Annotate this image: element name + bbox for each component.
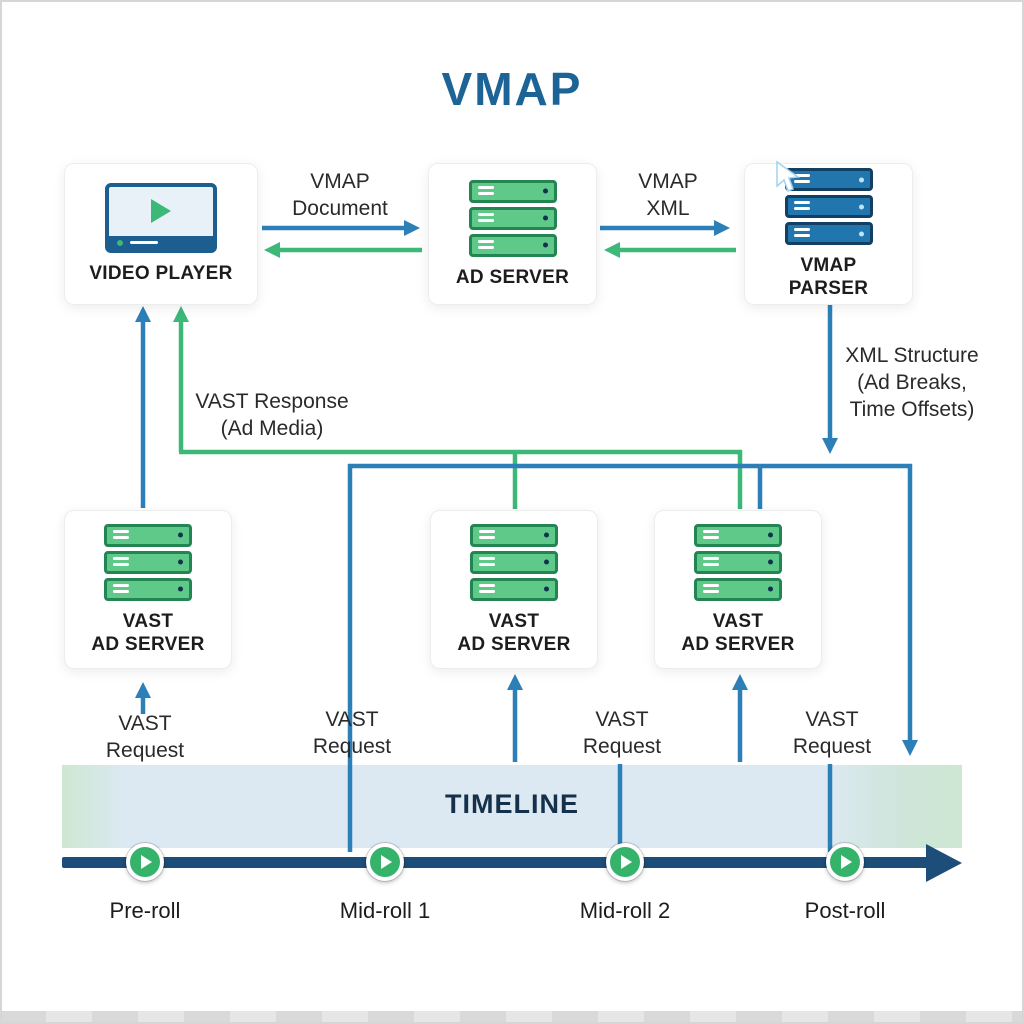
arrowhead-up-icon [507, 674, 523, 690]
vast-ad-server-label: VAST AD SERVER [91, 610, 205, 655]
ad-server-label: AD SERVER [455, 266, 570, 288]
arrowhead-left-icon [264, 242, 280, 258]
vast-ad-server-right-node: VAST AD SERVER [654, 510, 822, 669]
arrowhead-up-icon [135, 306, 151, 322]
vast-ad-server-label: VAST AD SERVER [457, 610, 571, 655]
bottom-strip [0, 1011, 1024, 1024]
parser-server-stack-icon [775, 160, 873, 245]
timeline-arrow-line [62, 857, 928, 868]
timeline-marker-midroll1 [366, 843, 404, 881]
xml-structure-label: XML Structure (Ad Breaks, Time Offsets) [845, 344, 979, 421]
progress-bar-icon [130, 241, 158, 244]
record-dot-icon [117, 240, 123, 246]
arrowhead-down-icon [822, 438, 838, 454]
arrowhead-up-icon [173, 306, 189, 322]
marker-label-midroll1: Mid-roll 1 [339, 898, 431, 923]
server-stack-icon [694, 523, 782, 601]
video-player-node: VIDEO PLAYER [64, 163, 258, 305]
vmap-parser-label: VMAP PARSER [788, 255, 869, 299]
vast-ad-server-center-node: VAST AD SERVER [430, 510, 598, 669]
marker-label-preroll: Pre-roll [109, 898, 181, 923]
arrowhead-right-icon [714, 220, 730, 236]
server-stack-icon [468, 179, 557, 257]
vast-request-label-midroll1: VAST Request [312, 708, 392, 758]
arrowhead-down-icon [902, 740, 918, 756]
arrowhead-up-icon [732, 674, 748, 690]
timeline-marker-postroll [826, 843, 864, 881]
vast-ad-server-left-node: VAST AD SERVER [64, 510, 232, 669]
page-title: VMAP [441, 63, 583, 115]
vast-request-label-postroll: VAST Request [792, 708, 872, 758]
timeline-arrowhead-icon [926, 844, 962, 882]
server-stack-icon [470, 523, 558, 601]
video-controls-bar [109, 236, 213, 249]
vast-ad-server-label: VAST AD SERVER [681, 610, 795, 655]
server-stack-icon [104, 523, 192, 601]
vmap-document-label: VMAP Document [292, 170, 388, 220]
vmap-parser-node: VMAP PARSER [744, 160, 913, 305]
timeline-band: TIMELINE [62, 765, 962, 848]
vmap-xml-label: VMAP XML [638, 170, 698, 220]
arrowhead-right-icon [404, 220, 420, 236]
video-player-icon [105, 183, 217, 253]
timeline-marker-preroll [126, 843, 164, 881]
arrowhead-up-icon [135, 682, 151, 698]
video-player-label: VIDEO PLAYER [89, 263, 233, 284]
arrowhead-left-icon [604, 242, 620, 258]
vast-request-label-preroll: VAST Request [105, 712, 185, 762]
ad-server-node: AD SERVER [428, 163, 597, 305]
vast-response-label: VAST Response (Ad Media) [195, 390, 349, 440]
timeline-marker-midroll2 [606, 843, 644, 881]
play-icon [151, 198, 171, 223]
marker-label-midroll2: Mid-roll 2 [579, 898, 671, 923]
marker-label-postroll: Post-roll [804, 898, 886, 923]
vast-request-label-midroll2: VAST Request [582, 708, 662, 758]
cursor-icon [775, 160, 800, 192]
timeline-title: TIMELINE [445, 789, 579, 819]
